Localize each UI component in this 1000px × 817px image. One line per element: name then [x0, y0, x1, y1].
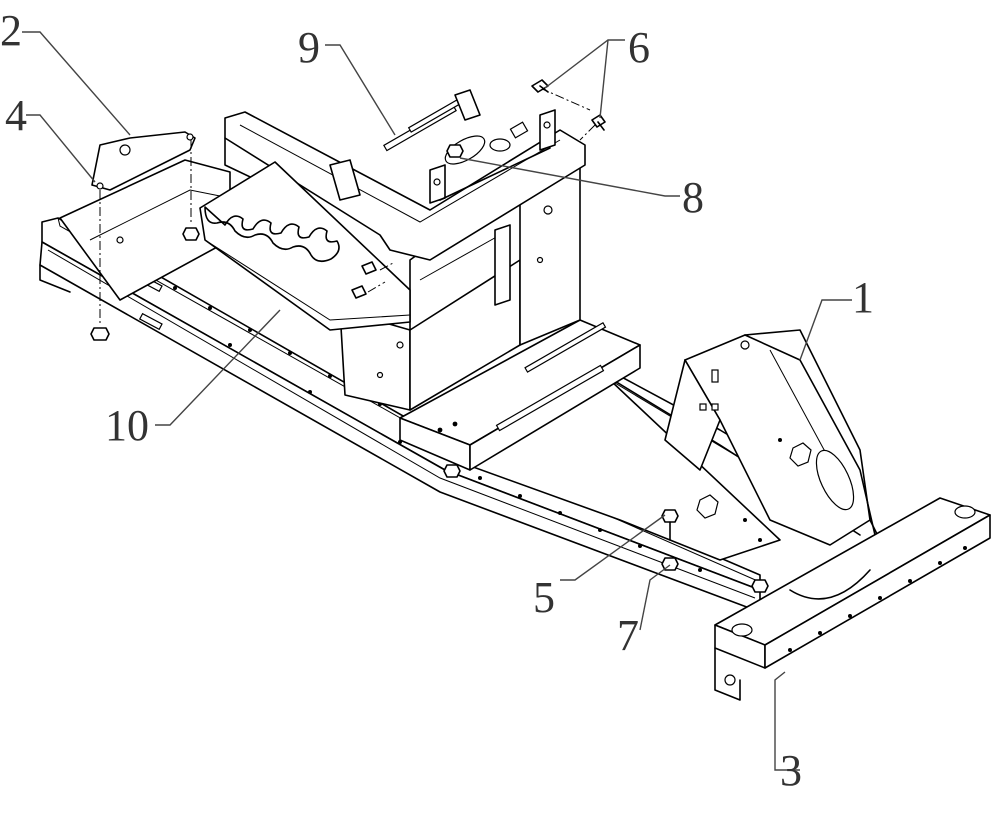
callout-labels: 1 2 3 4 5 6 7 8 9 10	[0, 6, 874, 795]
front-cross-bar	[714, 497, 991, 701]
callout-2: 2	[0, 6, 22, 55]
callout-3: 3	[780, 746, 802, 795]
bolt-icon	[361, 261, 377, 275]
assembly-lines	[99, 87, 596, 325]
front-axle-bracket	[664, 329, 876, 546]
leader-lines	[22, 31, 852, 771]
small-bracket	[91, 131, 196, 191]
callout-1: 1	[852, 273, 874, 322]
callout-9: 9	[298, 23, 320, 72]
upper-seat-plate	[224, 89, 586, 261]
nut-icon	[90, 327, 110, 341]
callout-7: 7	[617, 611, 639, 660]
bolt-icon	[351, 285, 367, 299]
callout-4: 4	[5, 91, 27, 140]
seat-support-box	[339, 159, 581, 411]
nut-icon	[751, 579, 769, 593]
bolt-icon	[531, 79, 549, 93]
bolt-icon	[661, 509, 679, 541]
bolt-icon	[591, 114, 606, 131]
center-cross-member	[399, 319, 641, 471]
fasteners	[90, 79, 769, 593]
seat-hinge-bracket	[429, 109, 556, 204]
callout-5: 5	[533, 573, 555, 622]
nut-icon	[446, 144, 464, 158]
cross-bar-holes	[788, 546, 967, 652]
nut-icon	[182, 227, 200, 241]
nut-icon	[443, 464, 461, 478]
callout-10: 10	[105, 401, 149, 450]
nut-icon	[661, 557, 679, 571]
callout-6: 6	[628, 23, 650, 72]
callout-8: 8	[682, 173, 704, 222]
